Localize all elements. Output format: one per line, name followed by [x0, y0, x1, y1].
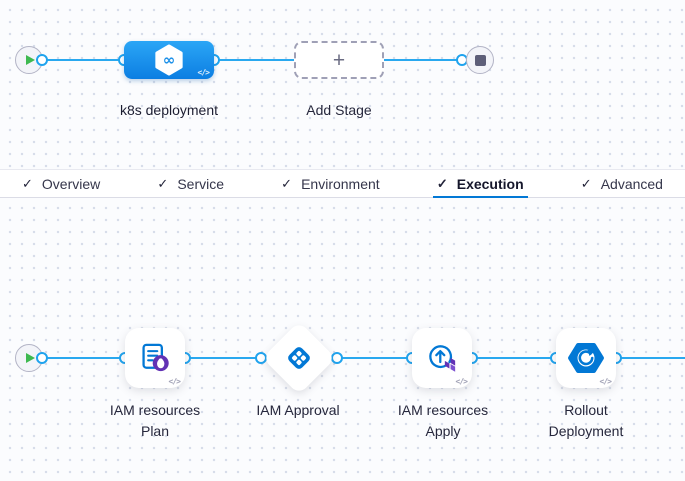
- tab-advanced[interactable]: ✓ Advanced: [579, 170, 665, 197]
- terraform-plan-icon: [142, 343, 169, 372]
- check-icon: ✓: [281, 175, 293, 191]
- add-stage-label: Add Stage: [306, 102, 372, 118]
- stage-label: k8s deployment: [119, 102, 219, 118]
- add-stage-button[interactable]: +: [294, 41, 384, 79]
- pipeline-end-node[interactable]: [466, 46, 494, 74]
- connector-port[interactable]: [331, 352, 343, 364]
- step-label: Deployment: [548, 423, 624, 439]
- code-icon: </>: [168, 377, 181, 386]
- connector-port[interactable]: [36, 54, 48, 66]
- stage-node-k8s-deployment[interactable]: ∞ </>: [124, 41, 214, 79]
- tab-label: Overview: [41, 175, 101, 192]
- check-icon: ✓: [580, 175, 592, 191]
- k8s-rollout-icon: [568, 343, 604, 373]
- step-label: IAM resources: [397, 402, 489, 418]
- stage-graph-canvas[interactable]: ∞ </> k8s deployment + Add Stage: [0, 0, 685, 169]
- tab-execution[interactable]: ✓ Execution: [432, 170, 528, 198]
- step-node-iam-resources-plan[interactable]: </>: [125, 328, 185, 388]
- tab-label: Service: [177, 175, 225, 192]
- tab-overview[interactable]: ✓ Overview: [20, 170, 102, 197]
- code-icon: </>: [599, 377, 612, 386]
- terraform-apply-icon: [429, 345, 456, 372]
- execution-graph-canvas[interactable]: </> IAM resources Plan IAM Approval </> …: [0, 198, 685, 481]
- step-label: Rollout: [564, 402, 608, 418]
- check-icon: ✓: [157, 175, 169, 191]
- check-icon: ✓: [436, 175, 448, 191]
- play-icon: [26, 55, 35, 65]
- stage-config-tabs: ✓ Overview ✓ Service ✓ Environment ✓ Exe…: [0, 169, 685, 198]
- tab-label: Execution: [456, 175, 524, 192]
- harness-approval-icon: [288, 347, 310, 369]
- connector-line: [42, 59, 468, 61]
- code-icon: </>: [197, 68, 210, 77]
- tab-label: Environment: [301, 175, 380, 192]
- step-label: Plan: [140, 423, 170, 439]
- tab-label: Advanced: [600, 175, 663, 192]
- code-icon: </>: [455, 377, 468, 386]
- step-node-iam-resources-apply[interactable]: </>: [412, 328, 472, 388]
- connector-line: [42, 357, 685, 359]
- check-icon: ✓: [22, 175, 33, 191]
- step-label: IAM resources: [109, 402, 201, 418]
- step-node-rollout-deployment[interactable]: </>: [556, 328, 616, 388]
- tab-service[interactable]: ✓ Service: [155, 170, 226, 197]
- tab-environment[interactable]: ✓ Environment: [279, 170, 382, 197]
- harness-cd-stage-icon: ∞: [155, 44, 183, 76]
- play-icon: [26, 353, 35, 363]
- svg-text:∞: ∞: [163, 51, 176, 69]
- plus-icon: +: [332, 48, 346, 72]
- step-label: Apply: [425, 423, 461, 439]
- step-node-iam-approval[interactable]: [262, 321, 336, 395]
- step-label: IAM Approval: [256, 402, 340, 418]
- connector-port[interactable]: [36, 352, 48, 364]
- stop-icon: [474, 54, 486, 66]
